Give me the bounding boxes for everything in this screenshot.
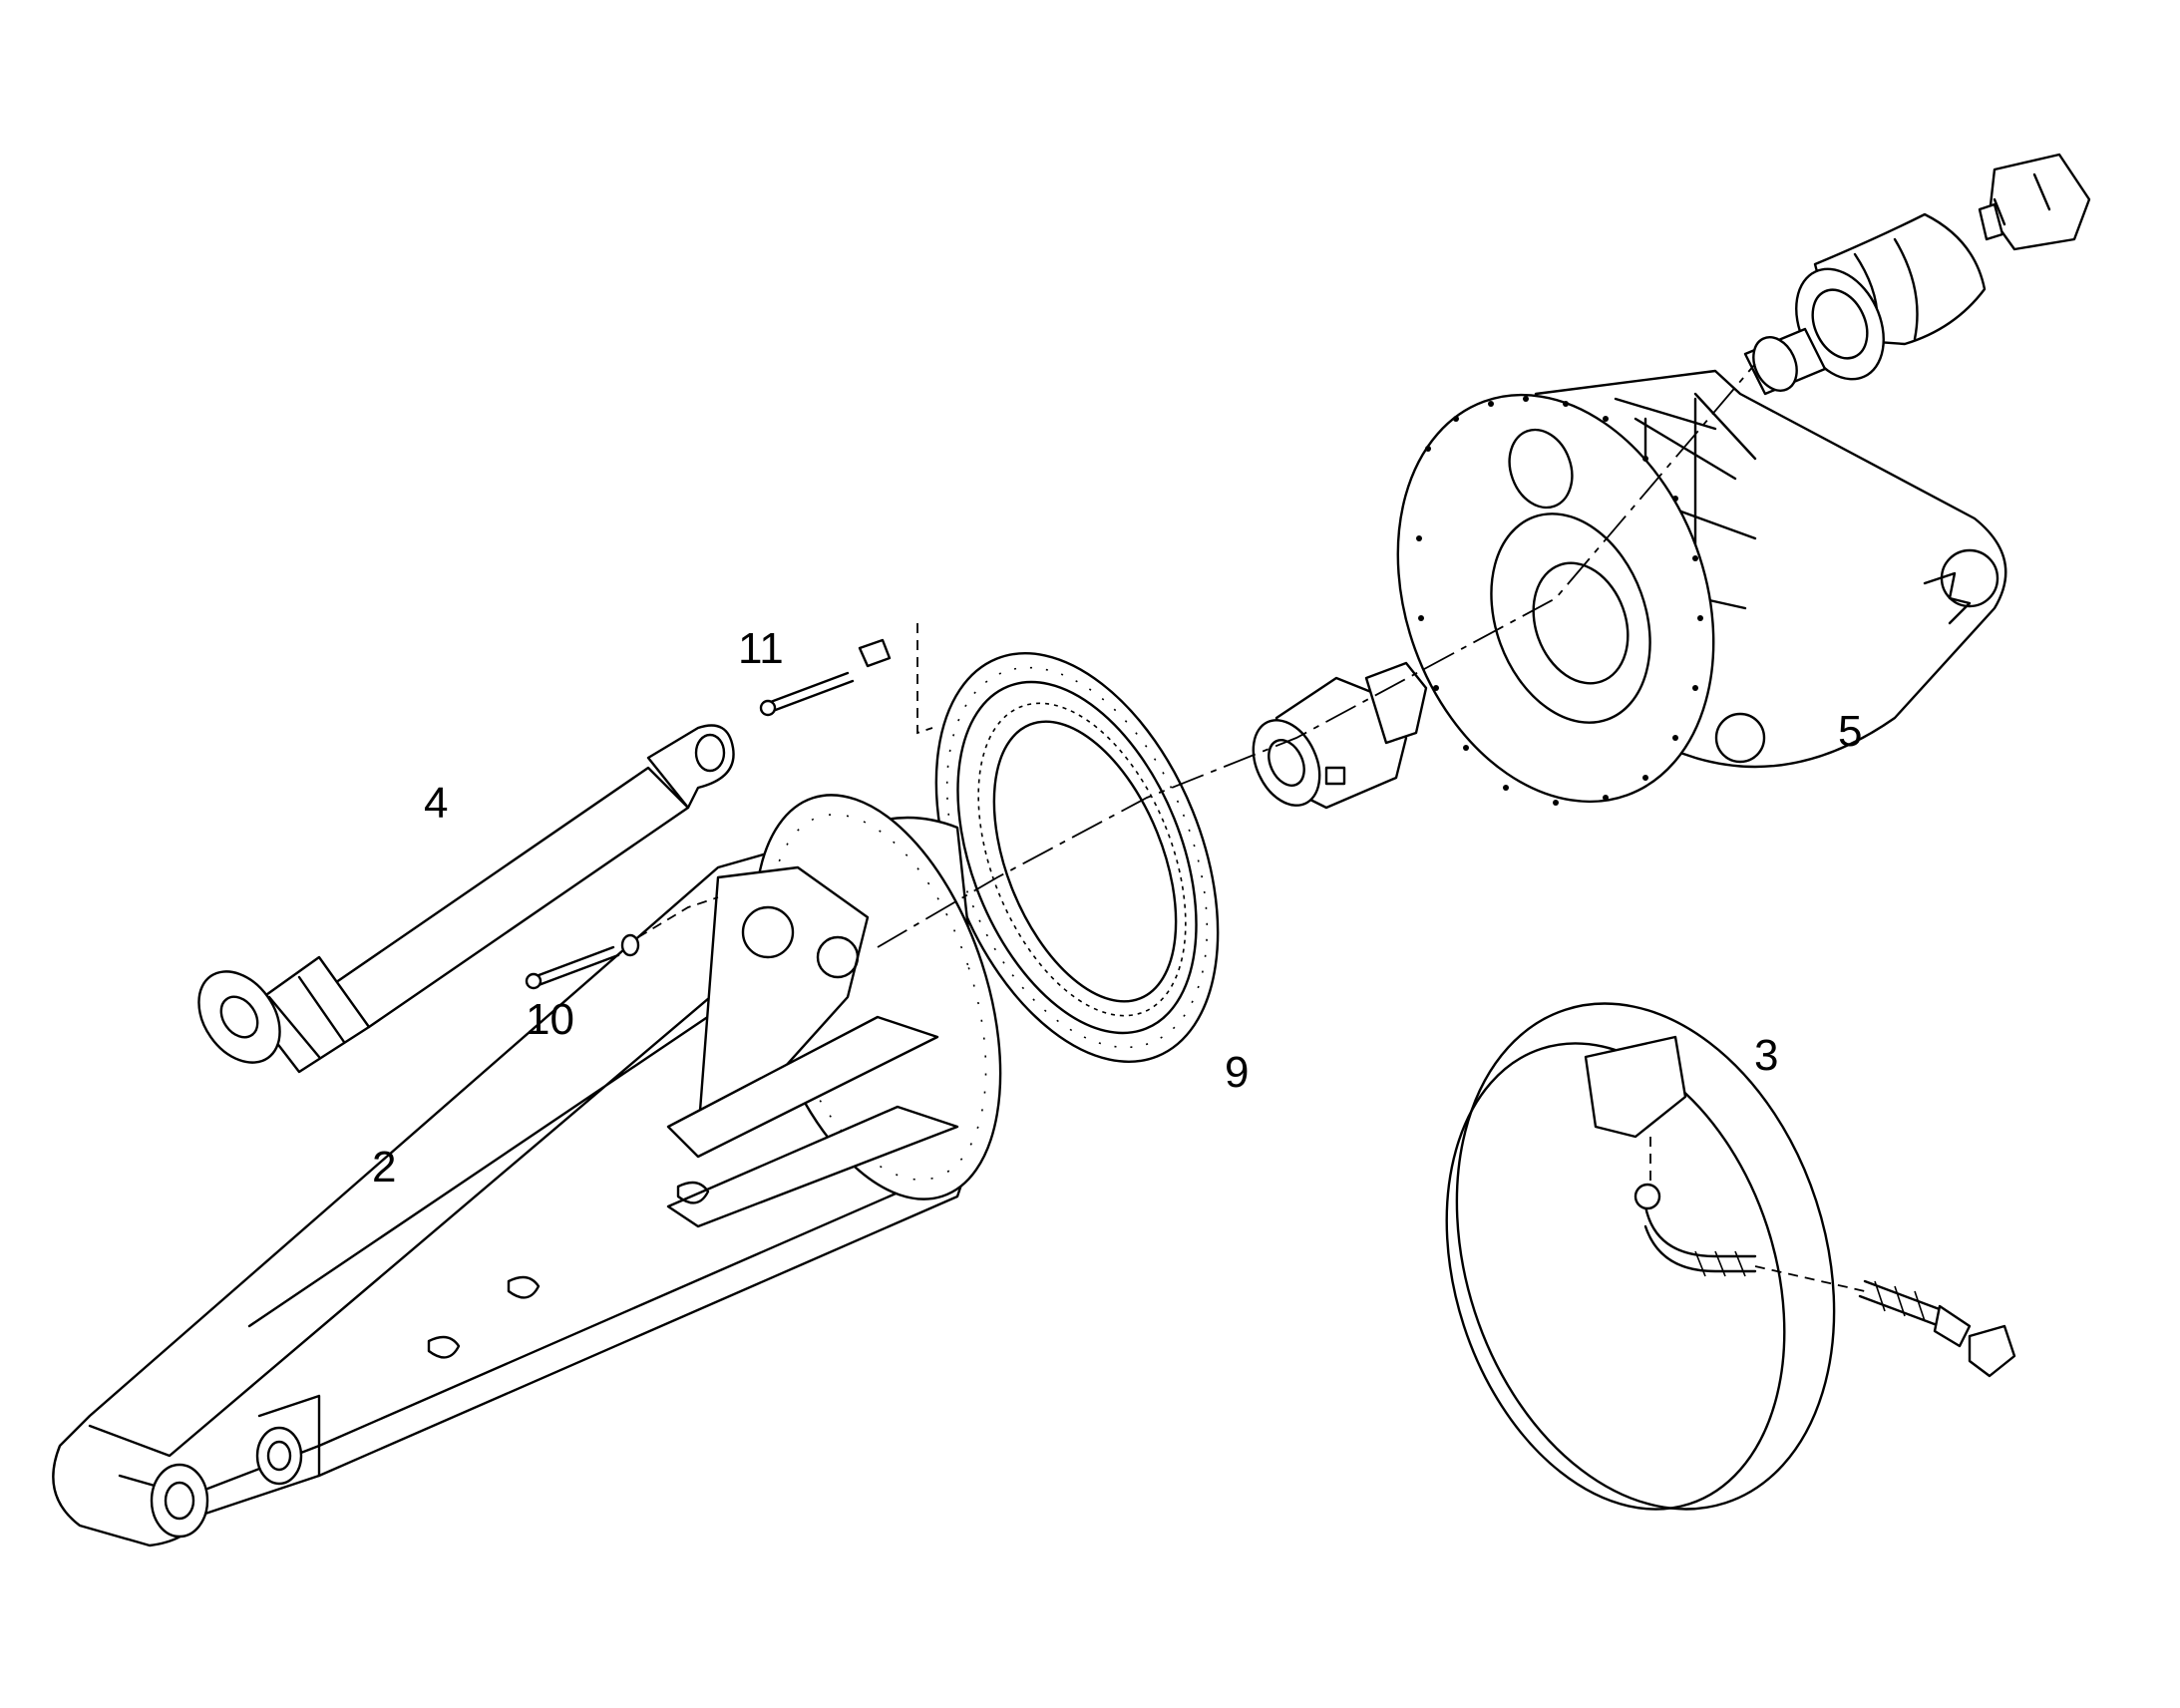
label-part-2: 2	[372, 1143, 396, 1192]
part-4-hydraulic-cylinder[interactable]	[182, 724, 735, 1079]
label-part-10: 10	[526, 995, 574, 1044]
label-part-11: 11	[738, 624, 784, 673]
part-5-slewing-housing[interactable]	[1343, 350, 2007, 846]
slew-drive-gear[interactable]	[1241, 661, 1428, 816]
part-11-bolt[interactable]	[759, 638, 892, 717]
part-3-cover[interactable]	[1390, 954, 2016, 1558]
bolt-axis-line	[916, 623, 933, 735]
part-2-boom[interactable]	[52, 764, 1046, 1547]
bolt-axis-line-10	[637, 896, 719, 938]
label-part-3: 3	[1754, 1031, 1778, 1080]
drive-motor[interactable]	[1743, 153, 2091, 398]
part-9-slewing-ring[interactable]	[882, 612, 1273, 1103]
label-part-4: 4	[424, 779, 448, 828]
label-part-5: 5	[1838, 707, 1862, 756]
assembly-axis-line	[877, 363, 1756, 948]
label-part-9: 9	[1225, 1048, 1249, 1097]
part-10-bolt[interactable]	[525, 933, 640, 990]
